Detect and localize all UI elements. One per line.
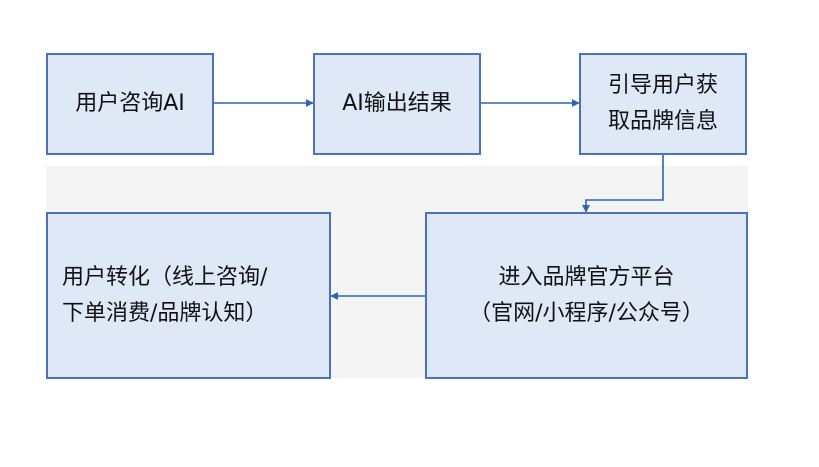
node-label-line: 引导用户获 bbox=[607, 73, 718, 98]
node-label-line: 进入品牌官方平台 bbox=[498, 264, 675, 290]
node-user-asks-ai: 用户咨询AI bbox=[46, 53, 214, 155]
node-label-line: AI输出结果 bbox=[342, 91, 452, 116]
node-guide-user-brand-info: 引导用户获 取品牌信息 bbox=[579, 53, 747, 155]
node-enter-brand-platform: 进入品牌官方平台 （官网/小程序/公众号） bbox=[425, 212, 748, 379]
node-user-conversion: 用户转化（线上咨询/ 下单消费/品牌认知） bbox=[46, 212, 331, 379]
node-label-line: 取品牌信息 bbox=[607, 109, 718, 134]
node-label-line: 用户转化（线上咨询/ bbox=[62, 264, 268, 290]
node-label-line: 用户咨询AI bbox=[75, 91, 185, 116]
node-label-line: （官网/小程序/公众号） bbox=[469, 300, 704, 326]
node-label-line: 下单消费/品牌认知） bbox=[62, 300, 268, 326]
node-ai-outputs-result: AI输出结果 bbox=[313, 53, 481, 155]
